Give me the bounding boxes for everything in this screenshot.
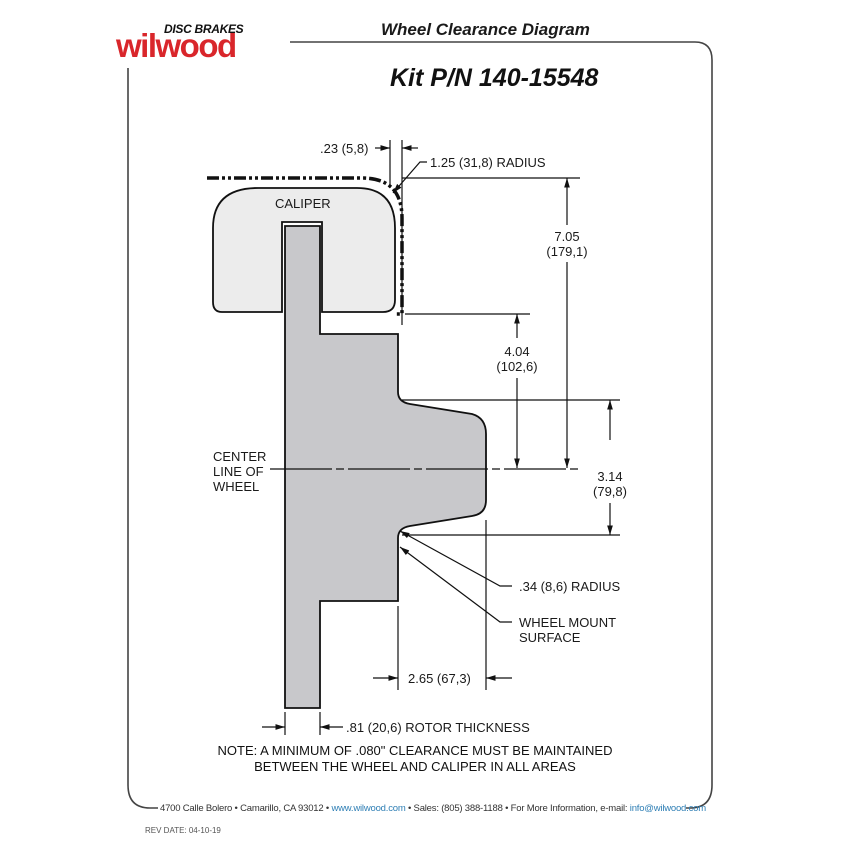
diagram-title: Wheel Clearance Diagram	[381, 20, 590, 39]
dim-rotor-thickness: .81 (20,6) ROTOR THICKNESS	[346, 720, 530, 735]
page-frame	[127, 41, 713, 809]
dim-offset-top: .23 (5,8)	[320, 141, 369, 156]
clearance-note: NOTE: A MINIMUM OF .080" CLEARANCE MUST …	[217, 743, 613, 774]
caliper-label: CALIPER	[275, 196, 331, 211]
kit-part-number: Kit P/N 140-15548	[390, 64, 599, 92]
wilwood-logo: DISC BRAKES wilwood	[116, 22, 286, 66]
rev-date: REV DATE: 04-10-19	[145, 826, 221, 835]
dim-caliper-to-center: 4.04 (102,6)	[496, 344, 538, 374]
logo-wordmark: wilwood	[116, 27, 237, 64]
email-link[interactable]: info@wilwood.com	[629, 803, 706, 814]
centerline-label: CENTER LINE OF WHEEL	[213, 449, 267, 494]
footer-contact: 4700 Calle Bolero • Camarillo, CA 93012 …	[160, 803, 706, 814]
mount-surface-label: WHEEL MOUNT SURFACE	[519, 615, 617, 645]
dim-hub-height: 3.14 (79,8)	[593, 469, 627, 499]
dim-corner-radius: 1.25 (31,8) RADIUS	[430, 155, 546, 170]
dim-mount-offset: 2.65 (67,3)	[408, 671, 471, 686]
website-link[interactable]: www.wilwood.com	[331, 803, 406, 814]
dim-overall-height: 7.05 (179,1)	[546, 229, 588, 259]
rotor-hat-shape	[284, 225, 487, 709]
dim-fillet-radius: .34 (8,6) RADIUS	[519, 579, 621, 594]
caliper-shape	[212, 187, 396, 313]
logo-tagline: DISC BRAKES	[164, 22, 244, 36]
